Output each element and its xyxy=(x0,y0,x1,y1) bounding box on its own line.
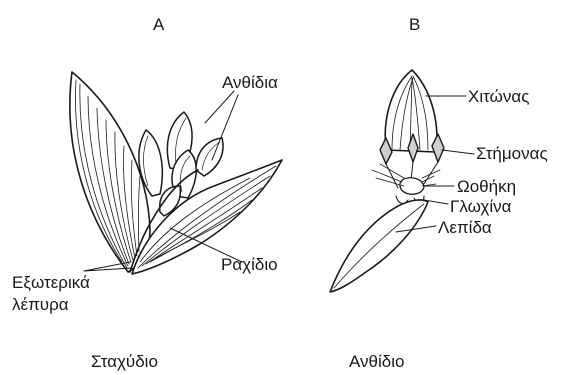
lodicule-label: Γλωχίνα xyxy=(450,198,511,215)
stamen-label: Στήμονας xyxy=(476,145,548,162)
outer-glumes-label-line2: λέπυρα xyxy=(12,296,69,313)
floret-caption: Ανθίδιο xyxy=(349,353,404,370)
spikelet-caption: Σταχύδιο xyxy=(91,353,158,370)
outer-glumes-label-line1: Εξωτερικά xyxy=(12,274,90,291)
outer-glume-left xyxy=(70,72,150,272)
ovary xyxy=(372,164,440,194)
panel-a-letter: A xyxy=(153,16,164,33)
flowers-label: Ανθίδια xyxy=(222,74,278,91)
floret-drawing xyxy=(330,70,474,292)
lemma-label: Λεπίδα xyxy=(438,219,492,236)
ovary-label: Ωοθήκη xyxy=(457,178,516,195)
panel-b-letter: B xyxy=(409,16,420,33)
spikelet-drawing xyxy=(70,72,282,274)
lemma xyxy=(330,200,428,292)
rachilla-label: Ραχίδιο xyxy=(221,256,278,273)
palea-label: Χιτώνας xyxy=(468,88,529,105)
